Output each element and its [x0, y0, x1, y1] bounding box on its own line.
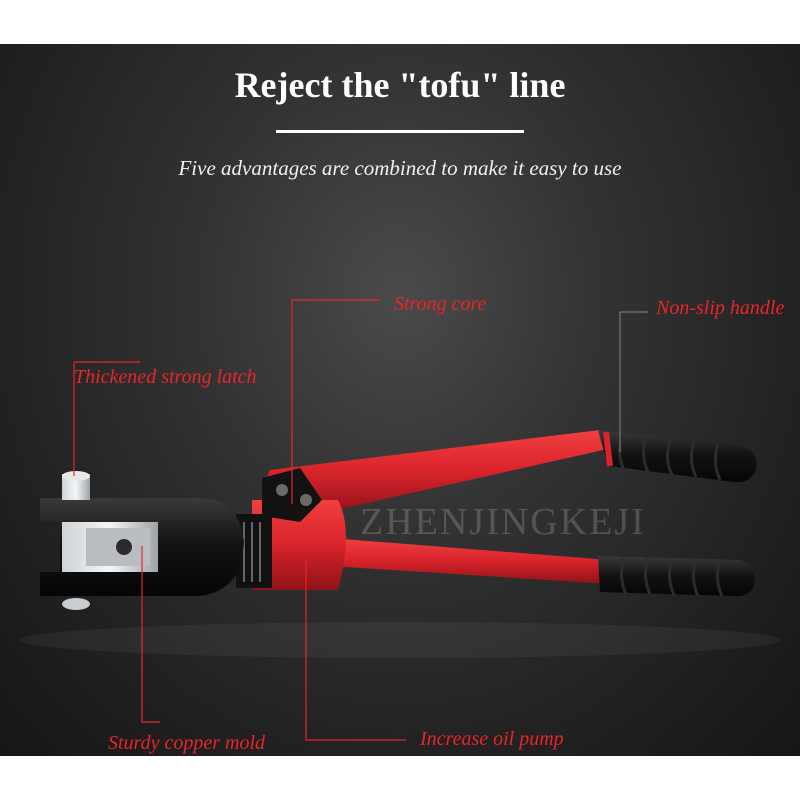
- bottom-border: [0, 756, 800, 800]
- callout-thickened-latch: Thickened strong latch: [74, 366, 257, 388]
- watermark-text: ZHENJINGKEJI: [360, 501, 646, 543]
- mold-hole: [116, 539, 132, 555]
- callout-strong-core: Strong core: [394, 293, 487, 315]
- floor-reflection: [20, 622, 780, 658]
- upper-grip: [598, 430, 757, 483]
- upper-handle-arm: [262, 430, 612, 514]
- lower-handle-arm: [330, 538, 610, 584]
- headline-underline: [276, 130, 524, 133]
- callout-non-slip-handle: Non-slip handle: [656, 297, 785, 319]
- leader-thickened-latch: [73, 361, 140, 476]
- lower-grip: [598, 556, 755, 597]
- subheadline: Five advantages are combined to make it …: [178, 156, 622, 180]
- headline: Reject the "tofu" line: [234, 65, 566, 105]
- hydraulic-crimper-illustration: [20, 299, 780, 741]
- pump-cylinder: [252, 500, 346, 590]
- leader-strong-core: [291, 299, 380, 504]
- leader-copper-mold: [141, 546, 160, 723]
- leader-oil-pump: [305, 560, 406, 741]
- top-border: [0, 0, 800, 44]
- callout-copper-mold: Sturdy copper mold: [108, 732, 266, 754]
- poster-background: Reject the "tofu" line Five advantages a…: [0, 44, 800, 756]
- pivot-bolt-1: [276, 484, 288, 496]
- pivot-bolt-2: [300, 494, 312, 506]
- bottom-pin: [62, 598, 90, 610]
- leader-non-slip-handle: [619, 311, 648, 452]
- callout-oil-pump: Increase oil pump: [420, 728, 564, 750]
